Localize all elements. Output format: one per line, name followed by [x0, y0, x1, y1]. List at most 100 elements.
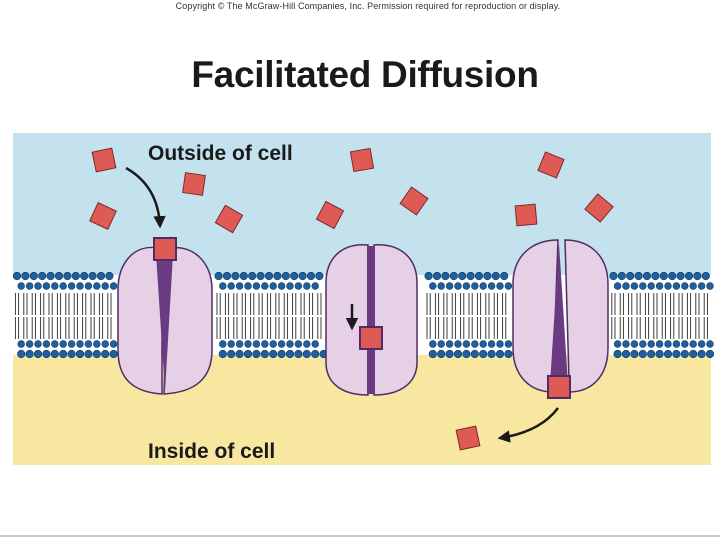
lipid-head [697, 349, 706, 359]
solute-molecule [89, 202, 117, 230]
lipid-head [701, 271, 710, 281]
solute-molecule [349, 147, 375, 173]
lipid-head [101, 282, 109, 290]
lipid-head [252, 282, 261, 290]
lipid-head [92, 349, 101, 359]
solute-molecule-in-channel [359, 326, 383, 350]
lipid-head [25, 282, 34, 290]
lipid-head [231, 271, 240, 281]
lipid-head [437, 349, 446, 359]
lipid-head [462, 282, 471, 290]
lipid-head [676, 271, 685, 281]
lipid-head [496, 340, 504, 348]
lipid-head [689, 282, 697, 290]
lipid-head [273, 271, 282, 281]
lipid-head [277, 349, 286, 359]
lipid-head [109, 340, 118, 348]
lipid-head [479, 340, 487, 348]
lipid-head [647, 282, 655, 290]
lipid-head [84, 349, 93, 359]
lipid-head [219, 340, 227, 348]
lipid-head [462, 340, 471, 348]
lipid-head [42, 282, 51, 290]
lipid-head [34, 340, 42, 348]
lipid-head [697, 282, 706, 290]
lipid-head [93, 282, 101, 290]
lipid-head [286, 282, 294, 290]
lipid-head [705, 349, 715, 359]
lipid-head [647, 349, 656, 359]
lipid-head [672, 340, 681, 348]
protein-channel [550, 243, 568, 384]
lipid-head [84, 282, 93, 290]
lipid-head [504, 282, 513, 290]
lipid-head [54, 271, 64, 281]
lipid-head [693, 271, 702, 281]
lipid-head [252, 349, 261, 359]
lipid-head [495, 349, 505, 359]
lipid-head [235, 349, 244, 359]
lipid-head [294, 282, 303, 290]
lipid-head [42, 349, 51, 359]
lipid-head [626, 271, 635, 281]
lipid-head [445, 349, 454, 359]
lipid-head [453, 349, 463, 359]
protein-channel [156, 254, 173, 392]
lipid-head [59, 340, 67, 348]
lipid-head [294, 349, 303, 359]
lipid-head [689, 349, 698, 359]
solute-molecules [89, 147, 614, 451]
lipid-head [256, 271, 265, 281]
lipid-head [227, 282, 235, 290]
lipid-head [244, 282, 252, 290]
lipid-head [639, 282, 647, 290]
lipid-head [59, 282, 67, 290]
lipid-head [67, 282, 76, 290]
lipid-head [42, 340, 51, 348]
lipid-head [243, 349, 253, 359]
lipid-head [458, 271, 467, 281]
lipid-head [642, 271, 652, 281]
lipid-head [462, 349, 471, 359]
lipid-head [29, 271, 38, 281]
lipid-head [664, 340, 672, 348]
lipid-head [235, 282, 244, 290]
lipid-head [681, 340, 689, 348]
lipid-head [101, 349, 110, 359]
lipid-head [424, 271, 433, 281]
lipid-head [500, 271, 509, 281]
lipid-head [479, 282, 487, 290]
lipid-head [622, 282, 630, 290]
lipid-head [298, 271, 307, 281]
lipid-head [33, 349, 43, 359]
lipid-head [93, 340, 101, 348]
lipid-head [84, 340, 93, 348]
inside-of-cell-label: Inside of cell [148, 440, 275, 463]
lipid-head [684, 271, 694, 281]
lipid-head [218, 349, 227, 359]
lipid-head [663, 349, 673, 359]
lipid-head [277, 340, 286, 348]
solute-molecule [514, 203, 538, 227]
solute-molecule-exiting [547, 375, 571, 399]
lipid-head [487, 282, 496, 290]
lipid-head [219, 282, 227, 290]
lipid-head [429, 282, 437, 290]
lipid-head [59, 349, 68, 359]
lipid-head [651, 271, 660, 281]
lipid-head [466, 271, 475, 281]
solute-molecule [455, 425, 481, 451]
carrier-protein-1 [117, 246, 213, 395]
lipid-head [659, 271, 668, 281]
lipid-head [655, 282, 664, 290]
lipid-head [445, 282, 454, 290]
lipid-head [630, 282, 639, 290]
lipid-head [303, 340, 311, 348]
lipid-head [34, 282, 42, 290]
lipid-head [80, 271, 89, 281]
lipid-head [303, 282, 311, 290]
lipid-head [17, 340, 25, 348]
solute-molecule [584, 193, 614, 223]
lipid-head [681, 282, 689, 290]
